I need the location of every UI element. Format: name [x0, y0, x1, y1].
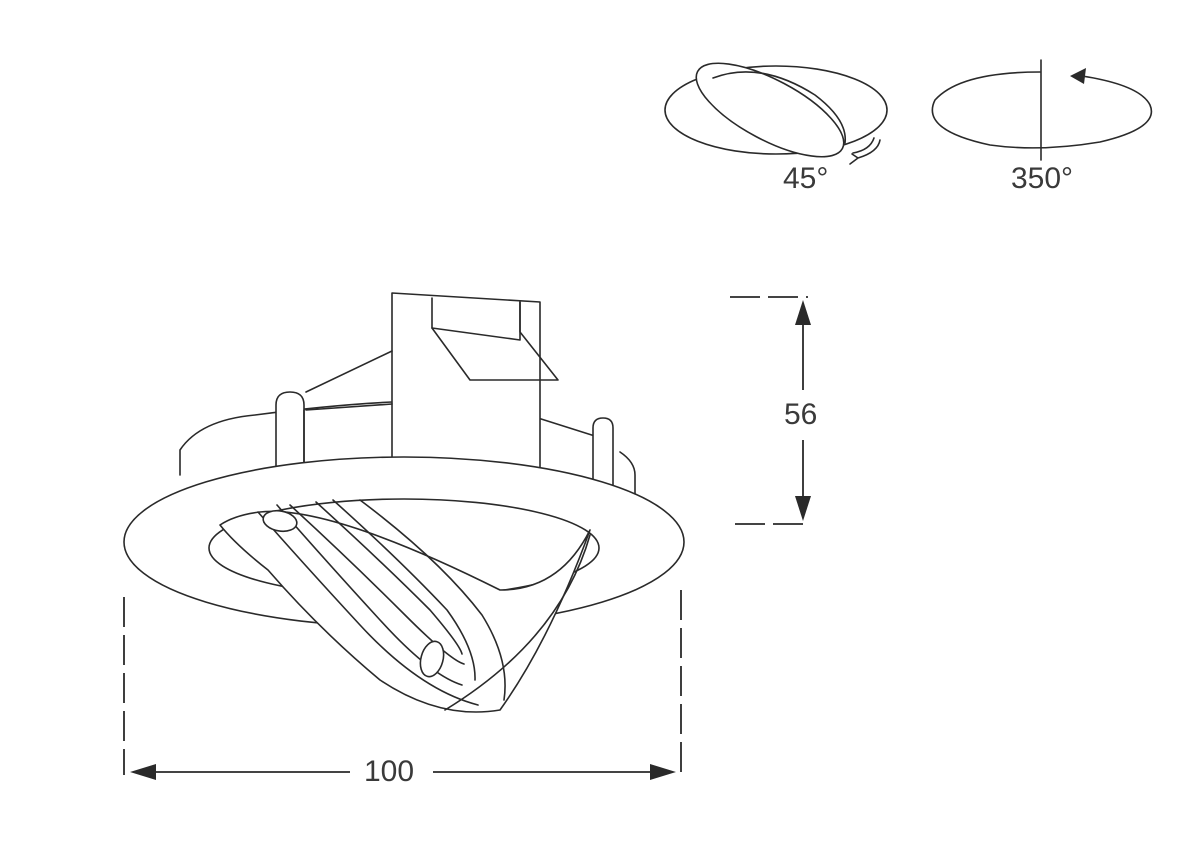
tilt-angle-label: 45°	[777, 164, 835, 194]
height-value: 56	[778, 400, 824, 430]
height-dimension	[730, 296, 811, 525]
width-dimension	[123, 590, 682, 780]
tilt-icon	[664, 62, 888, 165]
rotation-angle-label: 350°	[1005, 164, 1080, 194]
width-value: 100	[358, 757, 421, 787]
rotate-icon	[931, 59, 1153, 161]
fixture-drawing	[123, 292, 685, 713]
